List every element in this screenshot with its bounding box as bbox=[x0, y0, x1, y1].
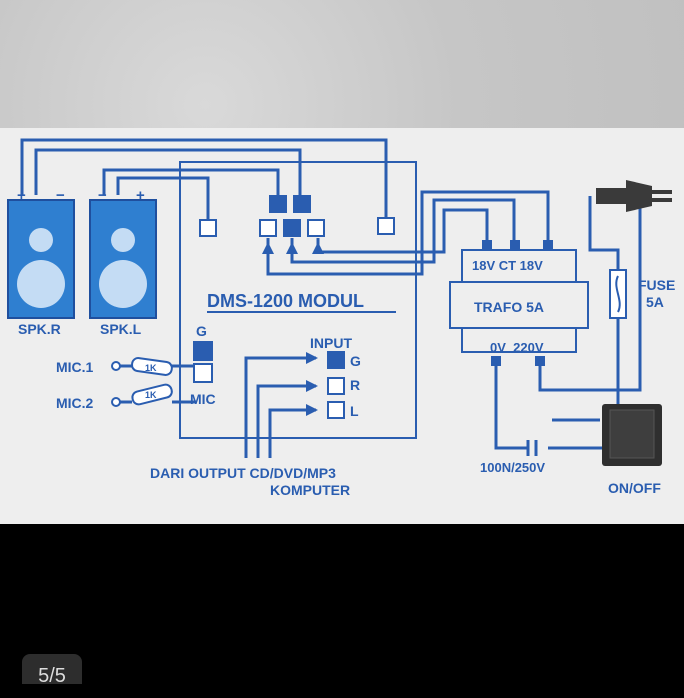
spk-l-plus-label: + bbox=[136, 187, 145, 204]
wire-trafo-ct bbox=[290, 198, 516, 264]
terminal-input-g bbox=[327, 351, 345, 369]
module-title: DMS-1200 MODUL bbox=[207, 291, 364, 311]
resistor2-label: 1K bbox=[145, 390, 157, 400]
terminal-power-4 bbox=[283, 219, 301, 237]
switch-label: ON/OFF bbox=[608, 480, 661, 496]
terminal-spk-r-plus bbox=[377, 217, 395, 235]
wire-input-g bbox=[244, 356, 316, 458]
wire-trafo-18v-b bbox=[266, 190, 550, 276]
input-arrows bbox=[262, 242, 324, 416]
spk-r-minus-label: − bbox=[56, 187, 65, 204]
mic1-label: MIC.1 bbox=[56, 359, 94, 375]
wire-spk-r-plus bbox=[20, 138, 388, 218]
module-frame bbox=[179, 161, 417, 439]
wire-trafo-0v bbox=[494, 362, 528, 450]
input-label: INPUT bbox=[310, 335, 352, 351]
trafo-label: TRAFO 5A bbox=[474, 299, 544, 315]
fuse-label: FUSE bbox=[638, 277, 675, 293]
wire-spk-l-minus bbox=[102, 168, 280, 196]
speaker-left bbox=[89, 199, 157, 319]
source-label: DARI OUTPUT CD/DVD/MP3 bbox=[150, 465, 336, 481]
mic-resistors bbox=[111, 357, 173, 407]
terminal-mic bbox=[193, 363, 213, 383]
terminal-mic-g bbox=[193, 341, 213, 361]
capacitor-label: 100N/250V bbox=[480, 460, 545, 475]
mic-g-label: G bbox=[196, 323, 207, 339]
resistor1-label: 1K bbox=[145, 363, 157, 373]
fuse-value-label: 5A bbox=[646, 294, 664, 310]
input-g-label: G bbox=[350, 353, 361, 369]
terminal-power-1 bbox=[269, 195, 287, 213]
computer-label: KOMPUTER bbox=[270, 482, 350, 498]
on-off-switch-icon bbox=[602, 404, 662, 466]
wire-trafo-18v-a bbox=[316, 208, 489, 254]
mic-label: MIC bbox=[190, 391, 216, 407]
wire-input-l bbox=[268, 408, 316, 458]
spk-l-minus-label: − bbox=[98, 187, 107, 204]
page-counter: 5/5 bbox=[22, 654, 82, 687]
wiring-diagram: + − − + SPK.R SPK.L DMS-1200 MODUL G MIC… bbox=[7, 138, 675, 498]
input-r-label: R bbox=[350, 377, 360, 393]
trafo-secondary-label: 18V CT 18V bbox=[472, 258, 543, 273]
wire-fuse-top bbox=[588, 196, 620, 270]
terminal-power-3 bbox=[259, 219, 277, 237]
wire-fuse-bottom bbox=[604, 318, 620, 412]
capacitor-plates bbox=[526, 440, 538, 456]
trafo-primary-label: 0V 220V bbox=[490, 340, 544, 355]
power-plug-icon bbox=[596, 180, 672, 212]
speaker-right bbox=[7, 199, 75, 319]
transformer bbox=[449, 240, 589, 366]
wire-spk-l-plus bbox=[116, 176, 210, 220]
fuse bbox=[609, 269, 627, 319]
spk-r-label: SPK.R bbox=[18, 321, 61, 337]
terminal-power-2 bbox=[293, 195, 311, 213]
spk-r-plus-label: + bbox=[17, 187, 26, 204]
wire-spk-r-minus bbox=[34, 148, 302, 196]
terminal-input-r bbox=[327, 377, 345, 395]
spk-l-label: SPK.L bbox=[100, 321, 142, 337]
terminal-input-l bbox=[327, 401, 345, 419]
input-l-label: L bbox=[350, 403, 359, 419]
terminal-spk-l-plus bbox=[199, 219, 217, 237]
wire-input-r bbox=[256, 384, 316, 458]
mic2-label: MIC.2 bbox=[56, 395, 94, 411]
terminal-power-5 bbox=[307, 219, 325, 237]
